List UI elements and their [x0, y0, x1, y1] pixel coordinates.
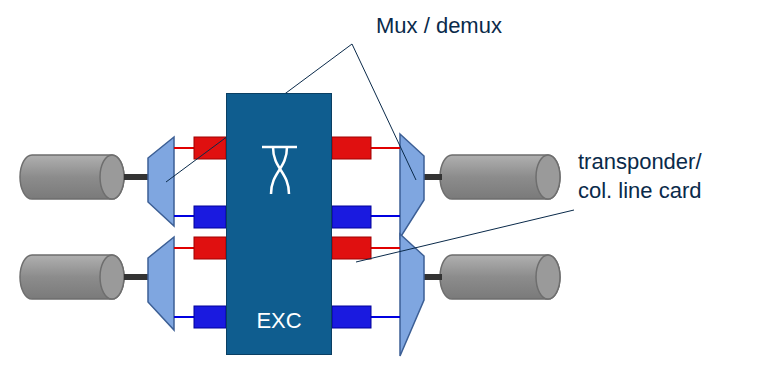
callout-label: transponder/ col. line card — [578, 148, 738, 205]
box-label: EXC — [227, 308, 331, 334]
switch-symbol — [227, 94, 333, 214]
cross-connect-box: EXC — [226, 93, 332, 355]
callout-label: Mux / demux — [376, 12, 502, 41]
